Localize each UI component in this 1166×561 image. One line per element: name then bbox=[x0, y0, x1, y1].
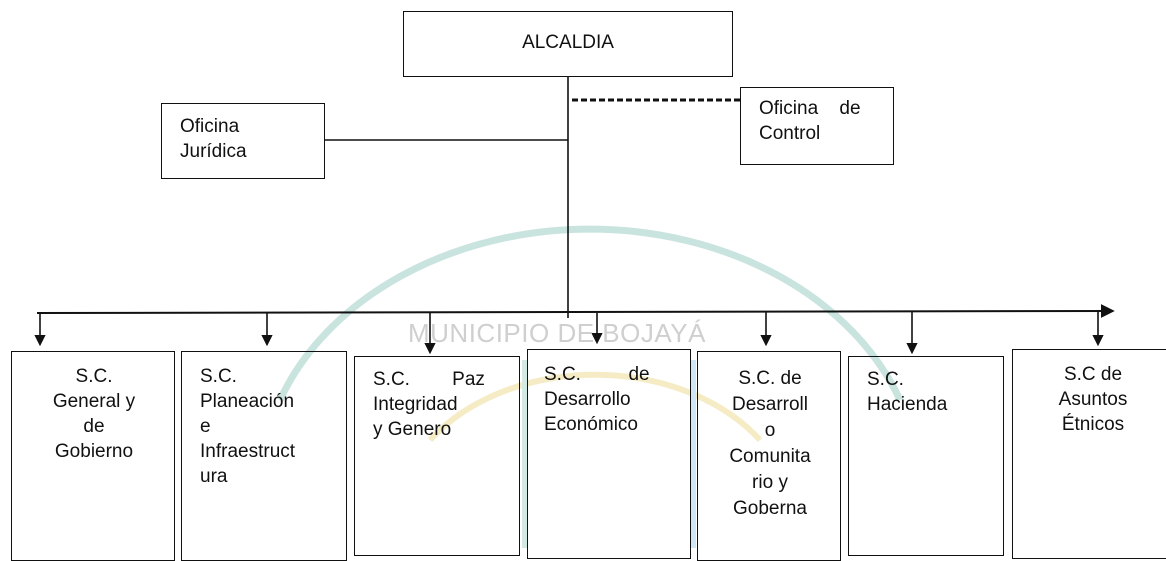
box-line: Desarrollo bbox=[544, 389, 631, 410]
box-line: S.C. bbox=[867, 369, 904, 390]
oficina-juridica-box: Oficina Jurídica bbox=[161, 103, 325, 179]
box-line: S.C. de bbox=[738, 368, 802, 389]
box-line: S.C. bbox=[75, 366, 113, 387]
box-line: o bbox=[764, 420, 776, 441]
oficina-control-box: Oficina de Control bbox=[740, 87, 894, 165]
box-line: rio y bbox=[752, 472, 788, 493]
unit-asuntos-etnicos: S.C de Asuntos Étnicos bbox=[1012, 349, 1166, 559]
box-line: y Genero bbox=[373, 419, 452, 440]
watermark-text: MUNICIPIO DE BOJAYÁ bbox=[408, 318, 706, 348]
box-line: Oficina de bbox=[759, 98, 861, 119]
box-line: S.C. de bbox=[544, 364, 650, 385]
box-line: S.C de bbox=[1063, 364, 1123, 385]
box-line: Desarroll bbox=[731, 394, 809, 415]
watermark-arc-inner bbox=[427, 371, 763, 443]
distribution-line bbox=[36, 304, 1115, 319]
box-line: ura bbox=[200, 466, 228, 487]
watermark-stripe-left bbox=[522, 360, 528, 548]
box-line: Económico bbox=[544, 414, 638, 435]
box-line: Asuntos bbox=[1058, 389, 1128, 410]
org-chart-canvas bbox=[34, 77, 1115, 548]
unit-general-gobierno: S.C. General y de Gobierno bbox=[11, 351, 175, 561]
box-line: de bbox=[83, 416, 105, 437]
box-line: Infraestruct bbox=[200, 441, 296, 462]
box-line: e bbox=[200, 416, 211, 437]
box-line: Goberna bbox=[733, 498, 807, 519]
unit-desarrollo-comunitario: S.C. de Desarroll o Comunita rio y Gober… bbox=[697, 351, 841, 561]
box-line: Planeación bbox=[200, 391, 295, 412]
watermark-stripe-right bbox=[690, 360, 696, 548]
watermark-arc-outer bbox=[276, 225, 904, 402]
box-line: Control bbox=[759, 123, 821, 144]
box-line: Oficina bbox=[180, 116, 240, 137]
alcaldia-box: ALCALDIA bbox=[403, 11, 733, 77]
box-line: Étnicos bbox=[1061, 414, 1125, 435]
unit-hacienda: S.C. Hacienda bbox=[848, 356, 1004, 556]
box-line: General y bbox=[52, 391, 136, 412]
unit-paz-integridad-genero: S.C. Paz Integridad y Genero bbox=[354, 356, 520, 556]
box-line: S.C. Paz bbox=[373, 369, 485, 390]
unit-desarrollo-economico: S.C. de Desarrollo Económico bbox=[527, 349, 691, 559]
box-line: Gobierno bbox=[54, 441, 134, 462]
box-line: Comunita bbox=[729, 446, 811, 467]
box-line: S.C. bbox=[200, 366, 237, 387]
box-line: Hacienda bbox=[867, 394, 948, 415]
unit-planeacion-infraestructura: S.C. Planeación e Infraestruct ura bbox=[181, 351, 347, 561]
alcaldia-label: ALCALDIA bbox=[522, 32, 614, 53]
box-line: Integridad bbox=[373, 394, 458, 415]
box-line: Jurídica bbox=[180, 141, 247, 162]
